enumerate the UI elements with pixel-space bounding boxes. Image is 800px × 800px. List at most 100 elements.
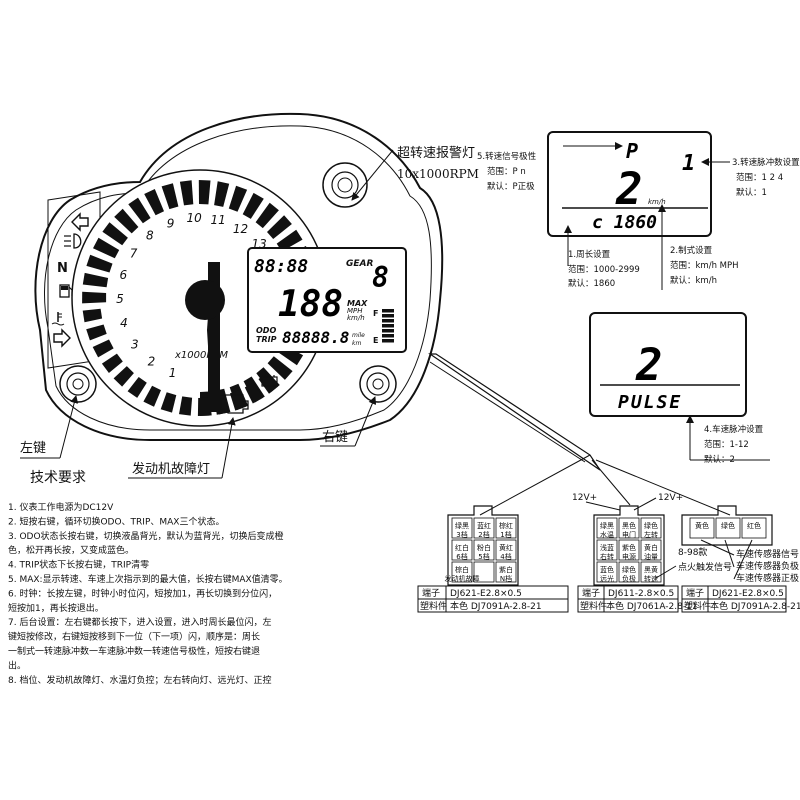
unit-default: 默认：km/h bbox=[670, 275, 717, 286]
tach-tick-label: 8 bbox=[146, 229, 154, 243]
settings-lcd: P 1 2 km/h c 1860 bbox=[547, 131, 712, 237]
requirement-line: 4. TRIP状态下长按右键，TRIP清零 bbox=[8, 559, 149, 571]
pin-function: 发动机故障 bbox=[445, 574, 480, 583]
sensor-signal: 车速传感器信号 bbox=[736, 548, 799, 560]
connector-pin bbox=[618, 539, 640, 561]
pin-function: 1档 bbox=[500, 530, 511, 539]
unit-range: 范围：km/h MPH bbox=[670, 260, 739, 271]
tach-segment bbox=[86, 254, 113, 273]
polarity-default: 默认：P正极 bbox=[487, 181, 535, 192]
sensor-negative: 车速传感器负极 bbox=[736, 560, 799, 572]
pin-function: 油量 bbox=[644, 552, 658, 561]
pin-function: 4档 bbox=[500, 552, 511, 561]
requirement-line: 2. 短按右键，循环切换ODO、TRIP、MAX三个状态。 bbox=[8, 515, 224, 527]
right-button[interactable] bbox=[359, 365, 397, 403]
pulse-count-range: 范围：1 2 4 bbox=[736, 172, 783, 183]
right-row1-value: DJ621-E2.8×0.5 bbox=[712, 589, 784, 599]
pin-function: 电源 bbox=[622, 552, 636, 561]
pin-function: 电门 bbox=[622, 530, 636, 539]
middle-row1-value: DJ611-2.8×0.5 bbox=[608, 589, 674, 599]
requirements-list: 1. 仪表工作电源为DC12V 2. 短按右键，循环切换ODO、TRIP、MAX三… bbox=[8, 501, 288, 686]
requirement-line: 键短按修改，右键短按移到下一位（下一项）闪，顺序是：周长 bbox=[8, 631, 260, 643]
sensor-positive: 车速传感器正极 bbox=[736, 572, 799, 584]
lcd-odo: ODO bbox=[256, 326, 276, 335]
pin-color: 红白 bbox=[455, 543, 469, 552]
fuel-bar bbox=[382, 324, 394, 328]
perimeter-range: 范围：1000-2999 bbox=[568, 264, 640, 275]
tach-tick-label: 7 bbox=[130, 246, 138, 260]
unit-title: 2.制式设置 bbox=[670, 245, 713, 256]
connector-pin bbox=[689, 517, 715, 539]
left-turn-icon bbox=[71, 212, 89, 232]
pin-color: 绿色 bbox=[644, 521, 658, 530]
pulse-value: 2 bbox=[635, 340, 663, 391]
pin-color: 黑色 bbox=[622, 521, 636, 530]
lcd-max: MAX bbox=[347, 299, 368, 308]
fuel-icon bbox=[59, 284, 73, 298]
tach-tick-label: 5 bbox=[116, 292, 124, 306]
pin-color: 黄红 bbox=[499, 543, 513, 552]
pulse-label: PULSE bbox=[618, 392, 682, 413]
middle-note-range: 8-98款 bbox=[678, 546, 707, 558]
left-row2-label: 塑料件 bbox=[420, 600, 447, 612]
requirement-line: 6. 时钟：长按左键，时钟小时位闪，短按加1，再长切换到分位闪， bbox=[8, 587, 277, 599]
tach-segment bbox=[101, 353, 123, 373]
left-button[interactable] bbox=[59, 365, 97, 403]
connector-pin bbox=[640, 517, 662, 539]
tach-tick-label: 11 bbox=[210, 213, 225, 227]
requirement-line: 色，松开再长按，又变成蓝色。 bbox=[8, 544, 134, 556]
right-row2-label: 塑料件 bbox=[684, 600, 711, 612]
tach-segment bbox=[143, 385, 161, 407]
pin-function: 负极 bbox=[622, 574, 636, 583]
connector-pin bbox=[715, 517, 741, 539]
tach-segment bbox=[82, 308, 103, 323]
pin-color: 棕红 bbox=[499, 521, 513, 530]
perimeter-value: c 1860 bbox=[592, 212, 657, 233]
tach-segment bbox=[267, 215, 292, 239]
right-key-label: 右键 bbox=[322, 430, 348, 445]
lcd-clock: 88:88 bbox=[254, 256, 308, 277]
connector-pin bbox=[451, 539, 473, 561]
pin-color: 绿色 bbox=[622, 565, 636, 574]
connector-pin bbox=[473, 517, 495, 539]
connector-pin bbox=[618, 561, 640, 583]
tach-tick-label: 9 bbox=[167, 217, 175, 231]
lcd-mile: mile bbox=[352, 332, 365, 339]
requirement-line: 8. 档位、发动机故障灯、水温灯负控；左右转向灯、远光灯、正控 bbox=[8, 674, 271, 686]
left-row1-value: DJ621-E2.8×0.5 bbox=[450, 589, 522, 599]
tach-unit: x1000RPM bbox=[174, 350, 228, 361]
polarity-title: 5.转速信号极性 bbox=[477, 151, 537, 162]
lcd-gear: 8 bbox=[372, 261, 389, 294]
pulse-lcd: 2 PULSE bbox=[589, 312, 747, 417]
fuel-bar bbox=[382, 319, 394, 323]
middle-row2-value: 本色 DJ7061A-2.8-11 bbox=[606, 600, 698, 612]
tach-segment bbox=[86, 324, 107, 341]
connector-middle: 12V+ 12V+ 绿黑水温黑色电门绿色左转浅蓝右转紫色电源黄白油量蓝色远光绿色… bbox=[572, 493, 732, 613]
fuel-gauge-bars bbox=[382, 309, 394, 343]
water-temp-icon bbox=[51, 312, 65, 326]
middle-note-ignition: 点火触发信号 bbox=[678, 561, 732, 573]
pin-function: 5档 bbox=[478, 552, 489, 561]
pulse-count-title: 3.转速脉冲数设置 bbox=[732, 157, 800, 168]
connector-pin bbox=[495, 517, 517, 539]
pulse-count-default: 默认：1 bbox=[736, 187, 767, 198]
left-key-label: 左键 bbox=[20, 441, 46, 456]
perimeter-title: 1.周长设置 bbox=[568, 249, 611, 260]
tach-tick-label: 6 bbox=[119, 268, 127, 282]
requirement-line: 1. 仪表工作电源为DC12V bbox=[8, 501, 114, 513]
tach-segment bbox=[127, 377, 147, 398]
left-row2-value: 本色 DJ7091A-2.8-21 bbox=[450, 600, 542, 612]
tach-segment bbox=[160, 392, 177, 413]
battery-icon bbox=[261, 375, 278, 387]
lcd-km: km bbox=[352, 340, 361, 347]
fuel-bar bbox=[382, 314, 394, 318]
tach-segment bbox=[93, 237, 120, 259]
overspeed-lamp bbox=[322, 162, 368, 208]
tach-segment bbox=[82, 272, 109, 288]
fuel-empty-label: E bbox=[373, 336, 378, 345]
middle-12v-right: 12V+ bbox=[658, 493, 683, 503]
pin-color: 红色 bbox=[747, 521, 761, 530]
fuel-bar bbox=[382, 334, 394, 338]
lcd-kmh: km/h bbox=[347, 314, 365, 322]
